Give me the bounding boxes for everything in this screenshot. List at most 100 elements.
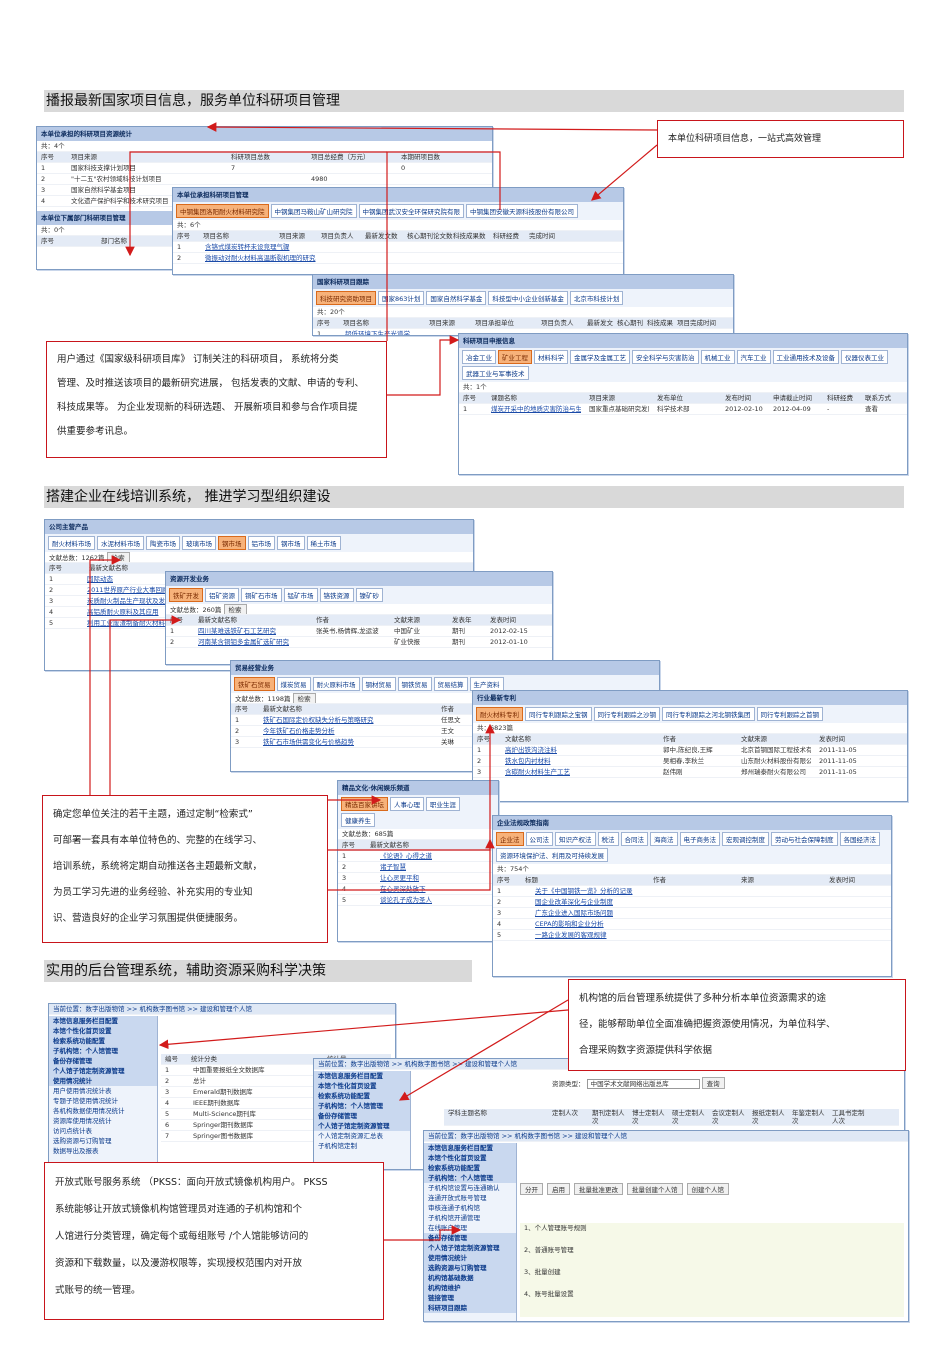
sidebar-item[interactable]: 机构馆基础数据 xyxy=(424,1273,516,1283)
tab-item[interactable]: 机械工业 xyxy=(700,350,735,364)
tab-item[interactable]: 钢材贸易 xyxy=(361,677,396,691)
sidebar-item[interactable]: 机构馆维护 xyxy=(424,1283,516,1293)
sidebar-item[interactable]: 备份存储管理 xyxy=(314,1111,410,1121)
sidebar-item[interactable]: 专题子馆使用情况统计 xyxy=(53,1097,118,1105)
tab-item[interactable]: 中钢集团安徽天源科技股份有限公司 xyxy=(466,204,578,218)
tab-item[interactable]: 同行专利跟踪之河北钢铁集团 xyxy=(662,707,755,721)
tab-item[interactable]: 资源环境保护法、利用及可持续发展 xyxy=(496,848,608,862)
sidebar-item[interactable]: 子机构馆设置与连通确认 xyxy=(428,1184,500,1192)
tab-item[interactable]: 钢铁贸易 xyxy=(397,677,432,691)
row-link[interactable]: 国企业改革深化与企业制度 xyxy=(535,898,613,906)
tab-item[interactable]: 中钢集团洛阳耐火材料研究院 xyxy=(176,204,269,218)
tab-item[interactable]: 北京市科技计划 xyxy=(569,291,624,305)
toolbar-button[interactable]: 创建个人馆 xyxy=(686,1183,729,1195)
sidebar-item[interactable]: 检索系统功能配置 xyxy=(314,1091,410,1101)
sidebar-item[interactable]: 备份存储管理 xyxy=(49,1056,157,1066)
tab-item[interactable]: 金属学及金属工艺 xyxy=(570,350,630,364)
row-link[interactable]: CEPA的影响和企业分析 xyxy=(535,920,604,928)
sidebar-item[interactable]: 本馆个性化首页设置 xyxy=(314,1081,410,1091)
tab-item[interactable]: 科技型中小企业创新基金 xyxy=(488,291,568,305)
tab-item[interactable]: 同行专利跟踪之首钢 xyxy=(756,707,823,721)
tab-item[interactable]: 合同法 xyxy=(620,832,648,846)
tab-item[interactable]: 中钢集团武汉安全环保研究院有限 xyxy=(358,204,464,218)
sidebar-item[interactable]: 链接管理 xyxy=(424,1293,516,1303)
tab-item[interactable]: 人事心理 xyxy=(390,797,424,811)
search-button[interactable]: 检索 xyxy=(223,604,247,614)
row-link[interactable]: 四川某难选铁矿石工艺研究 xyxy=(198,627,276,635)
row-link[interactable]: 2011世界原产行业大事回顾 xyxy=(87,586,169,594)
sidebar-item[interactable]: 科研项目跟踪 xyxy=(424,1303,516,1313)
sidebar-item[interactable]: 备份存储管理 xyxy=(424,1233,516,1243)
sidebar-item[interactable]: 连通开放式账号管理 xyxy=(428,1194,487,1202)
sidebar-item[interactable]: 个人馆子馆定制资源管理 xyxy=(314,1121,410,1131)
sidebar-item[interactable]: 子机构馆：个人馆管理 xyxy=(314,1101,410,1111)
row-link[interactable]: 诸子智慧 xyxy=(380,863,406,871)
row-link[interactable]: 超低环境下生产光谱学 xyxy=(345,330,410,336)
sidebar-item[interactable]: 本馆个性化首页设置 xyxy=(424,1153,516,1163)
sidebar-item[interactable]: 数据导出及报表 xyxy=(53,1147,99,1155)
sidebar-item[interactable]: 各机构数据使用情况统计 xyxy=(53,1107,125,1115)
tab-item[interactable]: 铁矿开发 xyxy=(169,588,203,602)
row-link[interactable]: 炭质耐火制品生产现状及发展趋势 xyxy=(87,597,185,605)
query-button[interactable]: 查询 xyxy=(701,1077,725,1089)
sidebar-item[interactable]: 本馆信息服务栏目配置 xyxy=(314,1071,410,1081)
sidebar-item[interactable]: 个人馆定制资源汇总表 xyxy=(318,1132,383,1140)
tab-item[interactable]: 铝市场 xyxy=(247,536,275,550)
tab-item[interactable]: 耐火原料市场 xyxy=(312,677,360,691)
toolbar-button[interactable]: 启用 xyxy=(547,1183,570,1195)
row-link[interactable]: 《论语》心得之道 xyxy=(380,852,432,860)
tab-item[interactable]: 武器工业与军事技术 xyxy=(462,366,529,380)
sidebar-item[interactable]: 子机构馆：个人馆管理 xyxy=(49,1046,157,1056)
row-link[interactable]: 关于《中国钢铁一览》分析的记录 xyxy=(535,887,633,895)
sidebar-item[interactable]: 本馆个性化首页设置 xyxy=(49,1026,157,1036)
tab-item[interactable]: 煤炭贸易 xyxy=(276,677,311,691)
sidebar-item[interactable]: 检索系统功能配置 xyxy=(49,1036,157,1046)
row-link[interactable]: 含碳耐火材料生产工艺 xyxy=(505,768,570,776)
sidebar-item[interactable]: 用户使用情况统计表 xyxy=(53,1087,112,1095)
tab-item[interactable]: 国家自然科学基金 xyxy=(426,291,487,305)
tab-item[interactable]: 各国经济法 xyxy=(839,832,880,846)
row-link[interactable]: 谈论孔子成为圣人 xyxy=(380,896,432,904)
tab-item[interactable]: 知识产权法 xyxy=(555,832,596,846)
sidebar-item[interactable]: 选购资源与订购管理 xyxy=(53,1137,112,1145)
sidebar-item[interactable]: 个人馆子馆定制资源管理 xyxy=(424,1243,516,1253)
toolbar-button[interactable]: 批量创建个人馆 xyxy=(627,1183,683,1195)
tab-item[interactable]: 耐火材料专利 xyxy=(476,707,523,721)
tab-item[interactable]: 钢市场 xyxy=(218,536,246,550)
row-link[interactable]: 今年铁矿石价格走势分析 xyxy=(263,727,335,735)
row-link[interactable]: 一路企业发展的客观规律 xyxy=(535,931,607,939)
row-link[interactable]: 微振动对耐火材料高温断裂机理的研究 xyxy=(205,254,316,262)
toolbar-button[interactable]: 批量批准更改 xyxy=(574,1183,623,1195)
tab-item[interactable]: 电子商务法 xyxy=(679,832,720,846)
row-link[interactable]: 高炉出铁沟浇注料 xyxy=(505,746,557,754)
tab-item[interactable]: 公司法 xyxy=(525,832,553,846)
tab-item[interactable]: 劳动与社会保障制度 xyxy=(771,832,838,846)
tab-item[interactable]: 材料科学 xyxy=(534,350,568,364)
tab-item[interactable]: 贸易结算 xyxy=(433,677,468,691)
row-link[interactable]: 含铬式煤炭转杯未设竞理气骤 xyxy=(205,243,290,251)
tab-item[interactable]: 健康养生 xyxy=(341,813,375,827)
row-link[interactable]: 高铝质耐火原料及其应用 xyxy=(87,608,159,616)
sidebar-item[interactable]: 本馆信息服务栏目配置 xyxy=(424,1143,516,1153)
tab-item[interactable]: 冶金工业 xyxy=(462,350,496,364)
tab-item[interactable]: 稀土市场 xyxy=(306,536,341,550)
tab-item[interactable]: 工业通用技术及设备 xyxy=(772,350,839,364)
sidebar-item[interactable]: 资源库使用情况统计 xyxy=(53,1117,112,1125)
resource-type-select[interactable]: 中国学术文献网络出版总库 xyxy=(586,1079,700,1089)
toolbar-button[interactable]: 分开 xyxy=(520,1183,543,1195)
sidebar-item[interactable]: 审核连通子机构馆 xyxy=(428,1204,480,1212)
row-link[interactable]: 煤炭开采中的地质灾害防治与生态环境保护 xyxy=(491,405,581,413)
sidebar-item[interactable]: 子机构馆：个人馆管理 xyxy=(424,1173,516,1183)
tab-item[interactable]: 汽车工业 xyxy=(736,350,771,364)
tab-item[interactable]: 铜矿石市场 xyxy=(241,588,282,602)
row-link[interactable]: 铁水包内衬材料 xyxy=(505,757,551,765)
sidebar-item[interactable]: 使用情况统计 xyxy=(424,1253,516,1263)
sidebar-item[interactable]: 使用情况统计 xyxy=(49,1076,157,1086)
tab-item[interactable]: 耐火材料市场 xyxy=(48,536,95,550)
row-link[interactable]: 利用工业废渣制备耐火材料 xyxy=(87,619,165,627)
row-link[interactable]: 在心灵深处放下 xyxy=(380,885,426,893)
tab-item[interactable]: 宏观调控制度 xyxy=(722,832,769,846)
row-link[interactable]: 铁矿石国际定价权缺失分析与策略研究 xyxy=(263,716,374,724)
row-link[interactable]: 广东企业进入国际市场问题 xyxy=(535,909,613,917)
tab-item[interactable]: 企业法 xyxy=(496,832,524,846)
